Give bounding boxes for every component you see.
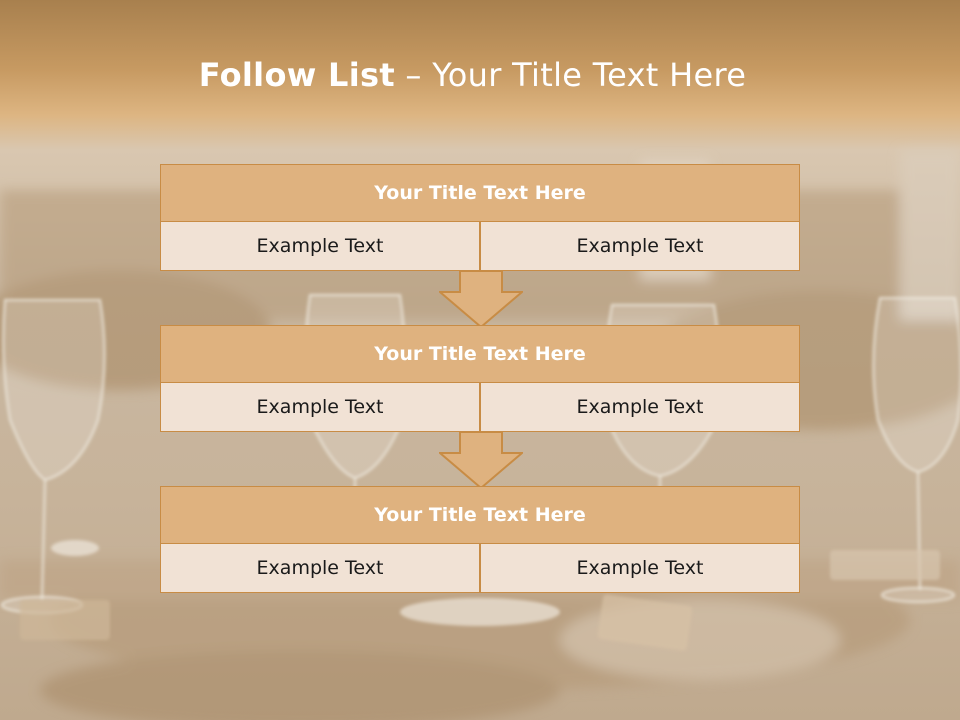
slide-title: Follow List – Your Title Text Here (0, 56, 945, 94)
step-panel-1: Your Title Text Here Example Text Exampl… (160, 164, 800, 271)
step-cell-left: Example Text (160, 221, 480, 271)
step-cell-left: Example Text (160, 543, 480, 593)
step-panel-2: Your Title Text Here Example Text Exampl… (160, 325, 800, 432)
step-panel-3: Your Title Text Here Example Text Exampl… (160, 486, 800, 593)
down-arrow-icon (439, 431, 523, 489)
step-header: Your Title Text Here (160, 164, 800, 222)
step-cell-right: Example Text (480, 382, 800, 432)
title-bold: Follow List (198, 56, 395, 94)
step-header: Your Title Text Here (160, 325, 800, 383)
step-cell-right: Example Text (480, 221, 800, 271)
step-header: Your Title Text Here (160, 486, 800, 544)
step-cell-right: Example Text (480, 543, 800, 593)
step-cell-left: Example Text (160, 382, 480, 432)
title-rest: – Your Title Text Here (394, 56, 747, 94)
down-arrow-icon (439, 270, 523, 328)
